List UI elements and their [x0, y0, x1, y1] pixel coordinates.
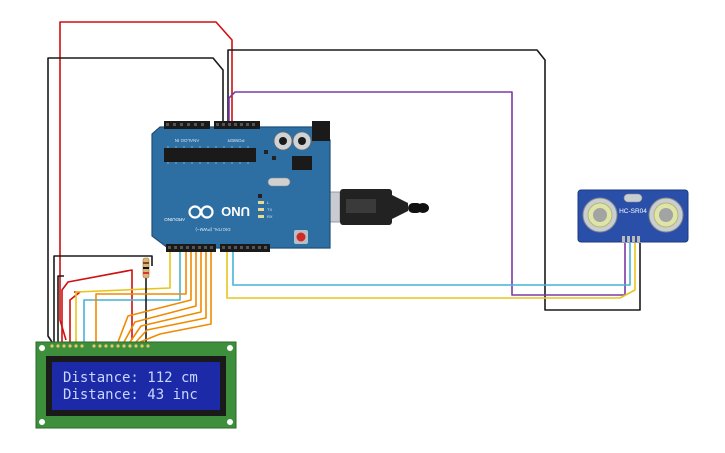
wire-yellow-echo[interactable]	[226, 243, 636, 299]
led-label-rx: RX	[267, 214, 273, 219]
digital-label: DIGITAL (PWM~)	[195, 227, 230, 232]
wires	[47, 21, 641, 343]
wire-cyan-trig[interactable]	[232, 243, 631, 286]
brand-label: ARDUINO	[164, 217, 185, 222]
wire-orange-d7[interactable]	[135, 245, 207, 343]
wire-orange-rs[interactable]	[95, 245, 187, 342]
wire-black-sensor-gnd[interactable]	[227, 49, 641, 311]
wire-black-lcd-1[interactable]	[53, 255, 153, 342]
led-tx	[258, 208, 264, 211]
wire-yellow-lcd[interactable]	[75, 245, 171, 342]
led-l	[258, 201, 264, 204]
wire-orange-d4[interactable]	[117, 245, 192, 343]
crystal	[267, 177, 291, 187]
digital-header-low[interactable]	[166, 244, 216, 252]
lcd-display[interactable]: Distance: 112 cm Distance: 43 inc	[35, 341, 237, 429]
atmega-chip	[164, 148, 256, 162]
arduino-logo: UNO ARDUINO	[164, 204, 250, 222]
sensor-model-label: HC-SR04	[619, 208, 647, 215]
led-label-l: L	[267, 200, 270, 205]
wire-red-lcd-2[interactable]	[69, 291, 81, 342]
wire-orange-d6[interactable]	[129, 245, 202, 343]
arduino-uno-board[interactable]: ANALOG IN POWER	[151, 121, 331, 252]
led-label-tx: TX	[267, 207, 272, 212]
ultrasonic-sensor[interactable]: HC-SR04	[577, 189, 689, 243]
wire-orange-d5[interactable]	[123, 245, 197, 343]
wire-orange-en[interactable]	[139, 245, 212, 343]
wire-cyan-lcd[interactable]	[83, 245, 181, 342]
digital-header-high[interactable]	[220, 244, 270, 252]
wire-black-lcd-2[interactable]	[57, 275, 64, 342]
uno-label: UNO	[221, 204, 250, 219]
wire-black-gnd[interactable]	[47, 57, 224, 343]
lcd-line-1: Distance: 112 cm	[63, 370, 198, 386]
analog-in-label: ANALOG IN	[175, 138, 200, 143]
lcd-screen	[52, 362, 220, 410]
sensor-crystal	[623, 193, 643, 203]
voltage-regulator	[292, 156, 312, 170]
wire-red-5v[interactable]	[59, 21, 233, 341]
power-jack[interactable]	[312, 121, 330, 141]
led-rx	[258, 215, 264, 218]
power-label: POWER	[227, 138, 245, 143]
lcd-line-2: Distance: 43 inc	[63, 387, 198, 403]
resistor[interactable]	[142, 257, 150, 279]
